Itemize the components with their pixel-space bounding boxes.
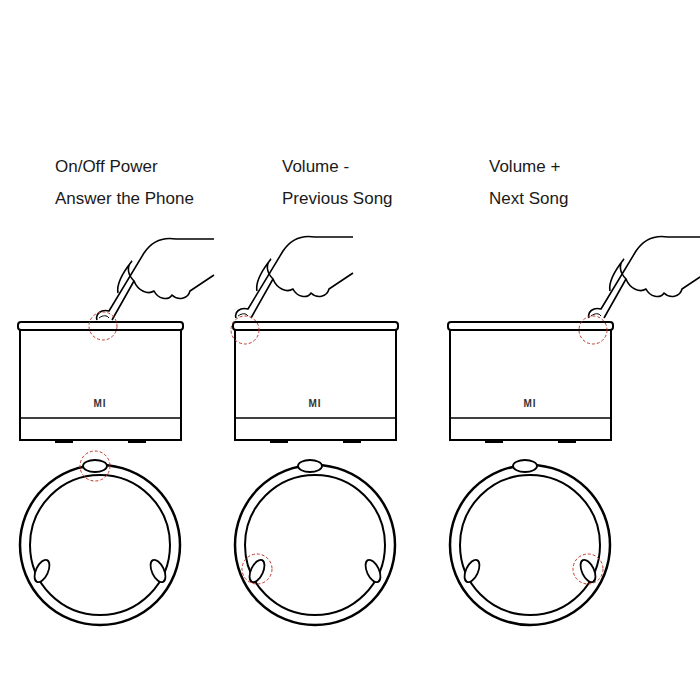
function-label: Volume - [282, 157, 349, 177]
speaker-column-3 [448, 237, 700, 625]
function-label: On/Off Power [55, 157, 158, 177]
brand-logo: MI [523, 398, 536, 410]
speaker-column-2 [231, 237, 398, 625]
function-label: Answer the Phone [55, 189, 194, 209]
function-label: Previous Song [282, 189, 393, 209]
brand-logo: MI [93, 398, 106, 410]
speaker-column-1 [18, 239, 214, 625]
brand-logo: MI [308, 398, 321, 410]
function-label: Next Song [489, 189, 568, 209]
function-label: Volume + [489, 157, 560, 177]
